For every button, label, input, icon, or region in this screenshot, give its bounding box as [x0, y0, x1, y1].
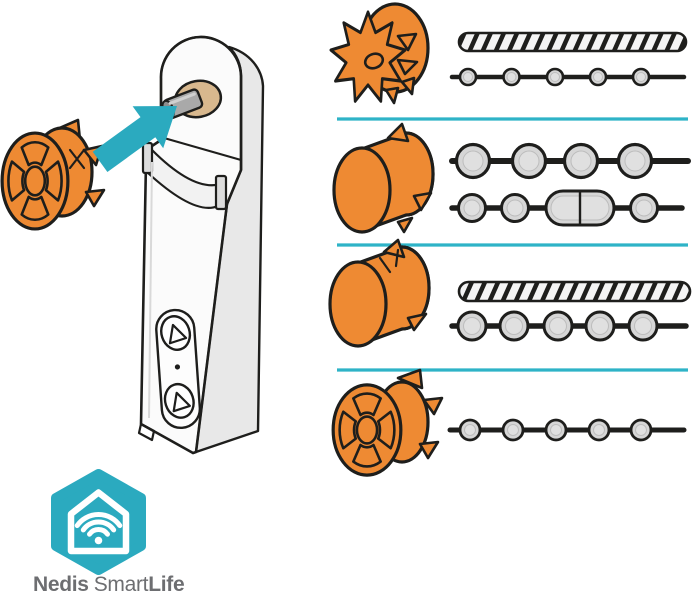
house-icon — [67, 489, 130, 555]
wifi-icon — [74, 512, 123, 545]
bead-chain-with-connector-icon — [449, 189, 685, 227]
down-button-icon — [163, 382, 195, 419]
compatibility-row-4 — [331, 368, 687, 477]
spoked-wheel-adapter-icon — [0, 118, 106, 231]
up-button-icon — [160, 315, 192, 351]
device-head-fold-line — [155, 134, 243, 162]
nedis-smartlife-logo — [51, 469, 146, 575]
medium-bead-chain-icon — [449, 310, 689, 342]
device-head-outline — [159, 35, 243, 172]
installation-illustration — [0, 35, 265, 455]
compatibility-row-2 — [332, 122, 691, 234]
adapter-back-fin — [84, 188, 106, 208]
roller-blind-motor-icon — [137, 35, 265, 455]
adapter-front-face — [0, 131, 70, 231]
insert-direction-arrow-icon — [92, 106, 177, 172]
device-body-edge — [194, 202, 229, 454]
wordmark-nedis: Nedis — [33, 573, 89, 595]
twisted-cord-icon — [457, 280, 692, 303]
small-bead-chain-icon — [449, 67, 687, 87]
saddle-right-tab — [214, 174, 228, 211]
compatibility-row-1 — [329, 2, 688, 105]
large-bead-chain-icon — [449, 142, 691, 180]
saddle-left-tab — [141, 141, 154, 175]
wordmark-smart: Smart — [94, 573, 149, 595]
spoked-wheel-adapter-icon — [331, 368, 444, 477]
device-foot — [137, 422, 156, 442]
smooth-disc-adapter-icon — [332, 122, 435, 234]
small-bead-chain-icon — [447, 418, 687, 442]
gear-toothed-adapter-icon — [329, 2, 430, 105]
reset-dot — [174, 364, 181, 370]
smooth-disc-adapter-icon — [328, 238, 431, 348]
adapter-back-cross — [68, 148, 86, 170]
twisted-cord-icon — [457, 31, 688, 53]
device-body-seam — [148, 161, 153, 419]
wordmark-life: Life — [148, 573, 184, 595]
compatibility-row-3 — [328, 238, 692, 348]
device-control-panel — [155, 308, 202, 430]
